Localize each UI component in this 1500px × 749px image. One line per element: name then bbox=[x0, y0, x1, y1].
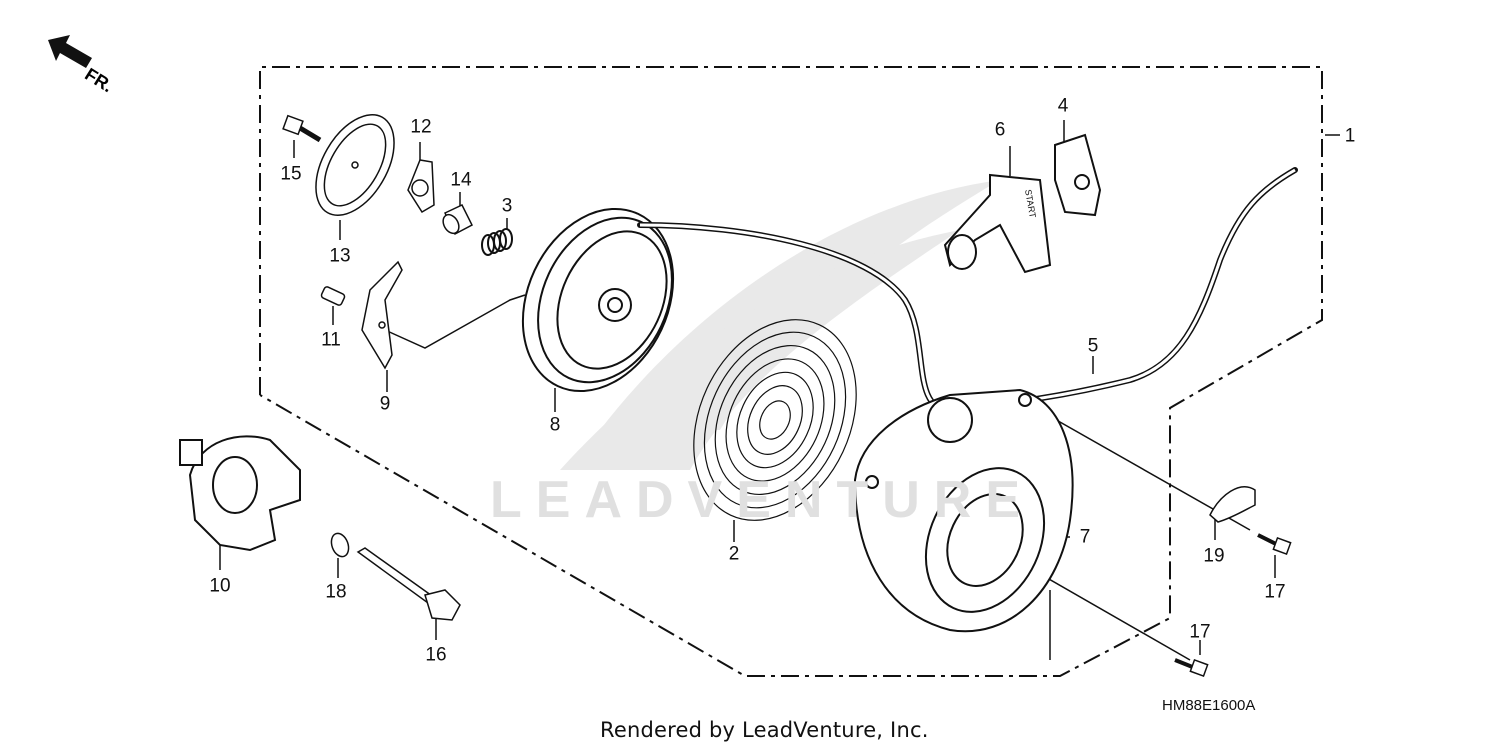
callout-2: 2 bbox=[728, 543, 740, 565]
starter-pulley-10 bbox=[179, 435, 301, 552]
washer-18 bbox=[330, 532, 350, 558]
starter-case-7 bbox=[853, 388, 1074, 633]
footer-credit: Rendered by LeadVenture, Inc. bbox=[600, 718, 929, 742]
callout-12: 12 bbox=[410, 116, 432, 138]
handle-start-text: START bbox=[1023, 189, 1038, 219]
collar-14 bbox=[442, 204, 473, 236]
callout-19: 19 bbox=[1203, 545, 1225, 567]
front-direction-arrow-icon bbox=[48, 35, 92, 68]
callout-13: 13 bbox=[329, 245, 351, 267]
leader-lines bbox=[219, 120, 1340, 661]
callout-14: 14 bbox=[450, 169, 472, 191]
reel-8 bbox=[521, 207, 675, 393]
callout-9: 9 bbox=[379, 393, 391, 415]
bolt-15 bbox=[282, 114, 322, 143]
callout-11: 11 bbox=[321, 329, 341, 351]
diagram-code: HM88E1600A bbox=[1162, 697, 1256, 714]
clip-19 bbox=[1209, 486, 1256, 523]
callout-6: 6 bbox=[994, 119, 1006, 141]
callout-17-bottom: 17 bbox=[1189, 621, 1211, 643]
callout-4: 4 bbox=[1057, 95, 1069, 117]
callout-1: 1 bbox=[1344, 125, 1356, 147]
bolt-17-bottom bbox=[1174, 658, 1209, 677]
spiral-spring-2 bbox=[693, 319, 857, 521]
handle-cap-4 bbox=[1054, 133, 1102, 217]
callout-10: 10 bbox=[209, 575, 231, 597]
callout-5: 5 bbox=[1087, 335, 1099, 357]
callout-8: 8 bbox=[549, 414, 561, 436]
spring-3 bbox=[481, 228, 513, 256]
bolt-17-right bbox=[1257, 533, 1292, 555]
callout-18: 18 bbox=[325, 581, 347, 603]
callout-7: 7 bbox=[1079, 526, 1091, 548]
pin-11 bbox=[320, 286, 346, 306]
watermark-logo bbox=[560, 180, 1000, 470]
callout-16: 16 bbox=[425, 644, 447, 666]
callout-17-right: 17 bbox=[1264, 581, 1286, 603]
assembly-boundary bbox=[259, 66, 1323, 677]
bolt-16 bbox=[356, 547, 461, 621]
ratchet-9 bbox=[361, 260, 403, 370]
guide-12 bbox=[407, 159, 435, 214]
plate-13 bbox=[315, 114, 395, 216]
callout-15: 15 bbox=[280, 163, 302, 185]
callout-3: 3 bbox=[501, 195, 513, 217]
watermark-text: LEADVENTURE bbox=[490, 471, 1035, 529]
starter-handle-6: START bbox=[943, 173, 1052, 274]
